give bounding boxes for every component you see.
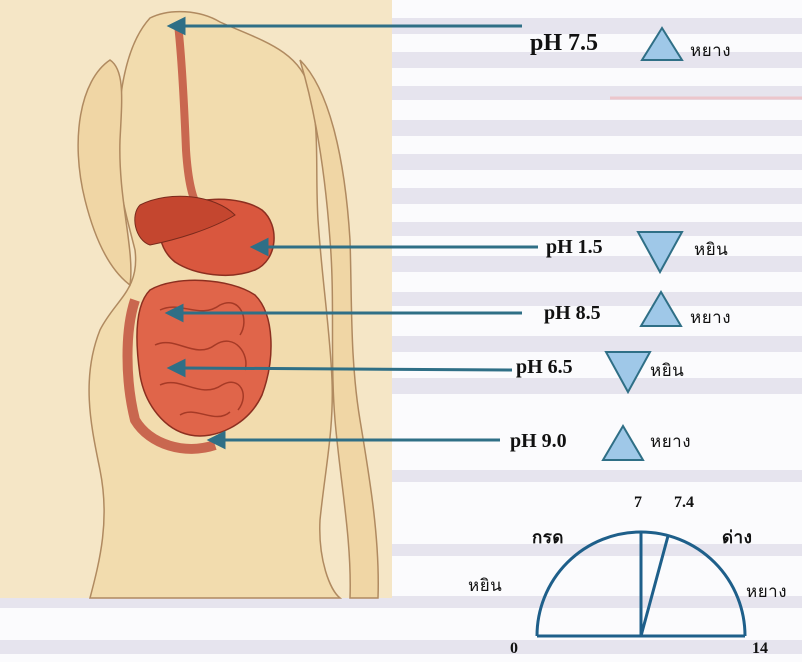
yang-label: หยาง — [650, 428, 691, 455]
base-label: ด่าง — [722, 524, 752, 551]
yang-label: หยาง — [690, 37, 731, 64]
ph-label-throat: pH 7.5 — [530, 30, 598, 57]
gauge-yin-label: หยิน — [468, 572, 502, 599]
triangle-up-icon — [642, 28, 682, 60]
gauge-tick-7: 7 — [634, 494, 642, 512]
gauge-tick-14: 14 — [752, 640, 768, 658]
acid-label: กรด — [532, 524, 564, 551]
yang-label: หยาง — [690, 304, 731, 331]
arrow-line — [182, 368, 512, 370]
gauge-tick-0: 0 — [510, 640, 518, 658]
gauge-needle-74 — [641, 536, 668, 636]
ph-label-duodenum: pH 8.5 — [544, 302, 601, 325]
ph-label-small-intestine: pH 6.5 — [516, 356, 573, 379]
triangle-up-icon — [641, 292, 681, 326]
yin-label: หยิน — [694, 236, 728, 263]
gauge-yang-label: หยาง — [746, 578, 787, 605]
ph-label-stomach: pH 1.5 — [546, 236, 603, 259]
triangle-up-icon — [603, 426, 643, 460]
ph-gauge — [537, 532, 745, 636]
triangle-down-icon — [638, 232, 682, 272]
yin-label: หยิน — [650, 357, 684, 384]
small-intestine — [137, 280, 271, 436]
gauge-tick-7-4: 7.4 — [674, 494, 694, 512]
ph-label-large-intestine: pH 9.0 — [510, 430, 567, 453]
triangle-down-icon — [606, 352, 650, 392]
